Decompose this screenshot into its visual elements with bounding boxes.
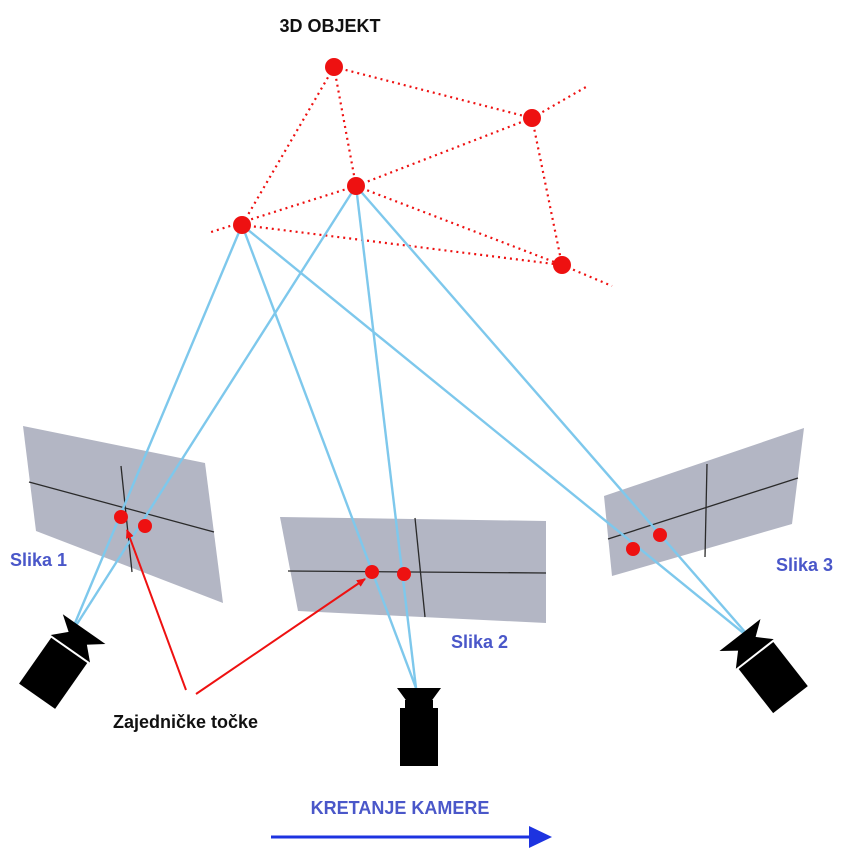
object-title: 3D OBJEKT (279, 16, 380, 36)
object-edge (530, 117, 564, 266)
object-point (347, 177, 365, 195)
arrow-to-image-2 (195, 578, 366, 695)
ray (354, 185, 418, 689)
ray (355, 185, 753, 641)
camera-motion-label: KRETANJE KAMERE (311, 798, 490, 818)
image-3-label: Slika 3 (776, 555, 833, 575)
image-plane-3-grid (607, 463, 799, 558)
object-point (523, 109, 541, 127)
object-edge (333, 65, 533, 120)
image-2-point (365, 565, 379, 579)
object-edge (207, 184, 357, 235)
object-edge (332, 66, 358, 187)
ray (240, 224, 418, 689)
image-points (114, 510, 667, 581)
object-edge (531, 86, 587, 119)
object-edge (241, 66, 335, 226)
object-point (233, 216, 251, 234)
image-plane-2-grid (287, 517, 547, 618)
camera-3-icon (719, 619, 808, 714)
object-points (233, 58, 571, 274)
image-3-point (626, 542, 640, 556)
object-edge (355, 184, 563, 267)
image-2-point (397, 567, 411, 581)
object-edge (355, 116, 533, 188)
camera-motion-arrow (271, 826, 552, 848)
projection-rays (68, 185, 753, 689)
image-plane-2 (280, 517, 546, 623)
image-plane-3 (604, 428, 804, 576)
ray (241, 224, 753, 641)
ray (68, 224, 244, 636)
common-points-label: Zajedničke točke (113, 712, 258, 732)
arrow-to-image-1 (126, 529, 187, 691)
ray (68, 185, 358, 636)
image-1-label: Slika 1 (10, 550, 67, 570)
object-edge (241, 223, 563, 267)
object-point (553, 256, 571, 274)
camera-2-icon (397, 688, 441, 766)
image-1-point (114, 510, 128, 524)
annotation-arrows (126, 529, 366, 695)
camera-1-icon (19, 614, 106, 709)
image-1-point (138, 519, 152, 533)
object-edges (207, 65, 613, 288)
image-2-label: Slika 2 (451, 632, 508, 652)
image-3-point (653, 528, 667, 542)
object-point (325, 58, 343, 76)
